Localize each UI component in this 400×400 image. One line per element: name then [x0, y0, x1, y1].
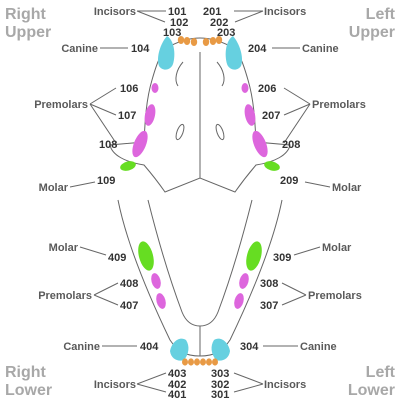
tooth-407[interactable]	[155, 292, 168, 310]
number-302: 302	[211, 379, 229, 391]
number-201: 201	[203, 6, 221, 18]
tooth-402[interactable]	[188, 358, 194, 366]
number-204: 204	[248, 43, 267, 55]
label-molar-upper-right: Molar	[39, 182, 69, 194]
upper-nasal-right	[216, 61, 225, 87]
tooth-204[interactable]	[225, 36, 243, 70]
number-103: 103	[163, 27, 181, 39]
tooth-104[interactable]	[157, 36, 175, 70]
tooth-206[interactable]	[241, 83, 249, 93]
quadrant-right-lower-line2: Lower	[5, 382, 52, 399]
number-404: 404	[140, 341, 159, 353]
label-incisors-lower-left: Incisors	[264, 379, 306, 391]
label-premolars-lower-right: Premolars	[38, 290, 92, 302]
number-408: 408	[120, 278, 138, 290]
number-301: 301	[211, 389, 229, 400]
label-premolars-lower-left: Premolars	[308, 290, 362, 302]
tooth-408[interactable]	[150, 272, 163, 290]
upper-incisors	[177, 36, 185, 44]
tooth-404[interactable]	[170, 338, 189, 361]
tooth-103[interactable]	[177, 36, 185, 44]
number-401: 401	[168, 389, 186, 400]
label-molar-lower-right: Molar	[49, 242, 79, 254]
tooth-102[interactable]	[183, 37, 191, 45]
label-incisors-lower-right: Incisors	[94, 379, 136, 391]
label-premolars-upper-left: Premolars	[312, 99, 366, 111]
number-104: 104	[131, 43, 150, 55]
number-308: 308	[260, 278, 278, 290]
tooth-108[interactable]	[129, 129, 151, 159]
palatine-foramen-right	[215, 123, 225, 141]
palatine-foramen-left	[175, 123, 185, 141]
number-108: 108	[99, 139, 117, 151]
label-molar-lower-left: Molar	[322, 242, 352, 254]
label-canine-lower-right: Canine	[63, 341, 100, 353]
tooth-304[interactable]	[211, 338, 230, 361]
number-403: 403	[168, 368, 186, 380]
tooth-403[interactable]	[182, 358, 188, 366]
number-207: 207	[262, 110, 280, 122]
quadrant-left-lower-line1: Left	[366, 364, 396, 381]
number-202: 202	[210, 17, 228, 29]
label-molar-upper-left: Molar	[332, 182, 362, 194]
number-107: 107	[118, 110, 136, 122]
tooth-201[interactable]	[202, 38, 210, 46]
number-102: 102	[170, 17, 188, 29]
number-307: 307	[260, 300, 278, 312]
tooth-401[interactable]	[194, 358, 200, 366]
tooth-107[interactable]	[143, 103, 157, 127]
tooth-409[interactable]	[135, 240, 156, 273]
label-premolars-upper-right: Premolars	[34, 99, 88, 111]
tooth-109[interactable]	[119, 160, 137, 173]
tooth-309[interactable]	[243, 240, 264, 273]
tooth-308[interactable]	[238, 272, 251, 290]
quadrant-right-upper-line2: Upper	[5, 24, 51, 41]
quadrant-left-lower-line2: Lower	[348, 382, 395, 399]
number-407: 407	[120, 300, 138, 312]
label-incisors-upper-right: Incisors	[94, 6, 136, 18]
number-209: 209	[280, 175, 298, 187]
number-203: 203	[217, 27, 235, 39]
number-109: 109	[97, 175, 115, 187]
number-101: 101	[168, 6, 186, 18]
quadrant-right-upper-line1: Right	[5, 6, 47, 23]
upper-nasal-left	[175, 61, 184, 87]
tooth-307[interactable]	[233, 292, 246, 310]
tooth-106[interactable]	[151, 83, 159, 93]
tooth-208[interactable]	[249, 129, 271, 159]
leader-lines	[69, 10, 331, 393]
tooth-301[interactable]	[200, 358, 206, 366]
number-206: 206	[258, 83, 276, 95]
quadrant-left-upper-line1: Left	[366, 6, 396, 23]
number-402: 402	[168, 379, 186, 391]
tooth-101[interactable]	[190, 38, 198, 46]
number-208: 208	[282, 139, 300, 151]
tooth-202[interactable]	[209, 37, 217, 45]
tooth-209[interactable]	[263, 160, 281, 173]
tooth-203[interactable]	[215, 36, 223, 44]
tooth-207[interactable]	[243, 103, 257, 127]
label-canine-lower-left: Canine	[300, 341, 337, 353]
quadrant-right-lower-line1: Right	[5, 364, 47, 381]
number-309: 309	[273, 252, 291, 264]
tooth-302[interactable]	[206, 358, 212, 366]
label-canine-upper-right: Canine	[61, 43, 98, 55]
number-304: 304	[240, 341, 259, 353]
number-409: 409	[108, 252, 126, 264]
number-106: 106	[120, 83, 138, 95]
tooth-303[interactable]	[212, 358, 218, 366]
number-303: 303	[211, 368, 229, 380]
label-incisors-upper-left: Incisors	[264, 6, 306, 18]
label-canine-upper-left: Canine	[302, 43, 339, 55]
quadrant-left-upper-line2: Upper	[349, 24, 395, 41]
